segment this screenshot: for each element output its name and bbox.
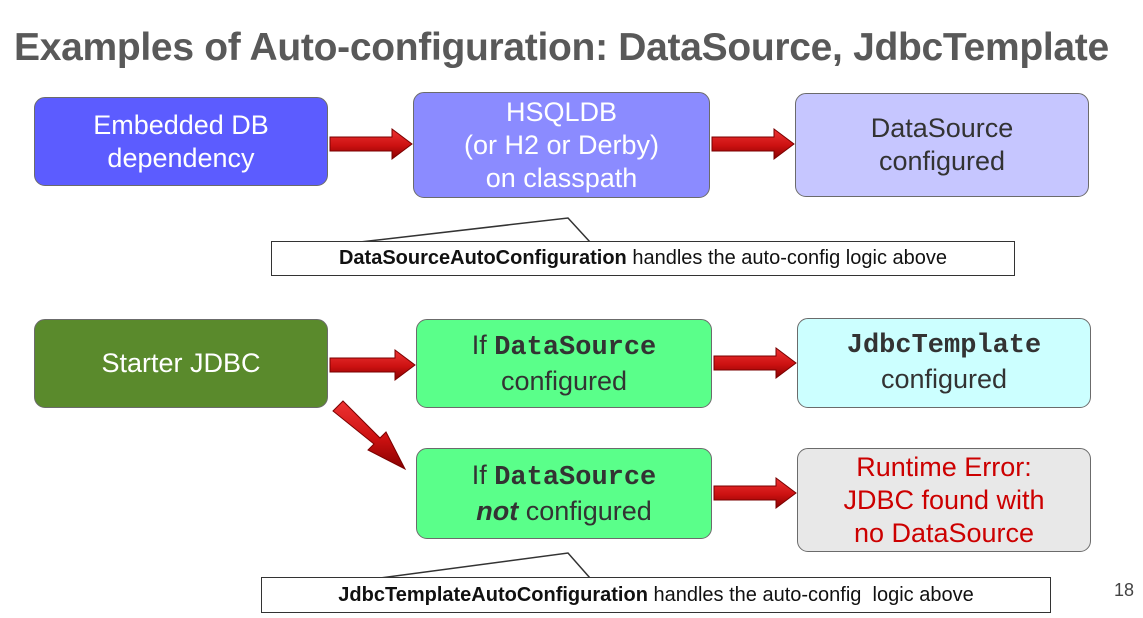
box-text-line: JDBC found with <box>843 484 1045 515</box>
jdbctemplate-configured-box: JdbcTemplate configured <box>797 318 1091 408</box>
box-text-line: not configured <box>476 495 652 528</box>
if-prefix: If <box>471 460 495 490</box>
jdbctemplate-autoconfiguration-callout: JdbcTemplateAutoConfiguration handles th… <box>261 577 1051 613</box>
arrow-starter-to-if-datasource <box>329 349 416 381</box>
runtime-error-box: Runtime Error: JDBC found with no DataSo… <box>797 448 1091 552</box>
arrow-starter-to-if-not-datasource <box>332 400 407 471</box>
if-prefix: If <box>471 330 495 360</box>
if-datasource-configured-box: If DataSource configured <box>416 319 712 408</box>
box-text-line: Runtime Error: <box>856 451 1032 482</box>
callout-class-name: DataSourceAutoConfiguration <box>338 247 627 269</box>
configured-text: configured <box>518 496 652 526</box>
if-datasource-not-configured-box: If DataSource not configured <box>416 448 712 539</box>
starter-jdbc-box: Starter JDBC <box>34 319 328 408</box>
callout-pointer-datasource <box>359 217 591 243</box>
box-text-line: HSQLDB <box>505 96 618 127</box>
callout-pointer-jdbctemplate <box>379 552 591 579</box>
box-text-line: (or H2 or Derby) <box>463 129 660 160</box>
embedded-db-dependency-box: Embedded DB dependency <box>34 97 328 186</box>
page-number: 18 <box>1114 580 1135 600</box>
box-text-line: no DataSource <box>853 517 1035 548</box>
datasource-code: DataSource <box>494 463 657 493</box>
box-text-line: configured <box>500 366 628 396</box>
box-text-line: DataSource <box>870 113 1014 143</box>
box-text-line: Embedded DB <box>93 109 269 140</box>
datasource-code: DataSource <box>494 333 657 363</box>
box-text-line: on classpath <box>485 162 638 193</box>
box-text-line: If DataSource <box>472 329 657 365</box>
box-text-line: dependency <box>107 142 255 173</box>
not-emphasis: not <box>476 496 519 526</box>
callout-text: handles the auto-config logic above <box>626 247 947 269</box>
arrow-if-datasource-to-jdbctemplate <box>713 347 797 379</box>
box-text-line: configured <box>878 146 1006 176</box>
callout-text: handles the auto-config logic above <box>647 583 974 606</box>
hsqldb-classpath-box: HSQLDB (or H2 or Derby) on classpath <box>413 92 710 198</box>
box-text-line: configured <box>880 364 1008 394</box>
box-text-line: If DataSource <box>472 459 657 495</box>
arrow-hsqldb-to-datasource <box>711 128 795 160</box>
callout-class-name: JdbcTemplateAutoConfiguration <box>338 583 648 606</box>
datasource-configured-box: DataSource configured <box>795 93 1089 197</box>
datasource-autoconfiguration-callout: DataSourceAutoConfiguration handles the … <box>271 241 1015 276</box>
jdbctemplate-code: JdbcTemplate <box>846 331 1042 361</box>
arrow-if-not-datasource-to-error <box>713 477 797 509</box>
slide-title: Examples of Auto-configuration: DataSour… <box>14 26 1109 69</box>
arrow-embedded-to-hsqldb <box>329 128 413 160</box>
box-text-line: Starter JDBC <box>101 348 261 378</box>
